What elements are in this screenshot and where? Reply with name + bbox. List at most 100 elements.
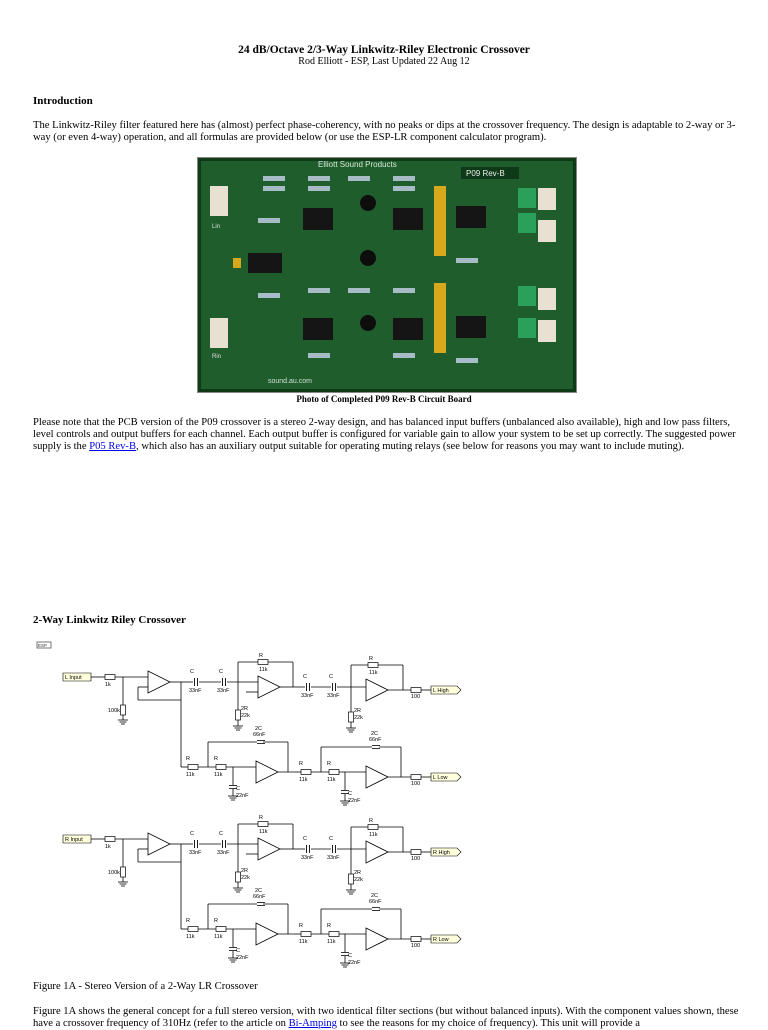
resistor — [257, 821, 269, 827]
svg-text:Lin: Lin — [212, 224, 220, 230]
component-label: R — [186, 918, 190, 924]
component-label: 11k — [369, 832, 378, 838]
bottom-paragraph: Figure 1A shows the general concept for … — [33, 1006, 739, 1030]
component-label: R Low — [433, 937, 449, 943]
component-label: 2R — [354, 870, 361, 876]
component-label: 22k — [241, 875, 250, 881]
resistor — [348, 711, 354, 723]
component-label: 11k — [186, 934, 195, 940]
output-tag-high — [430, 847, 462, 857]
resistor — [367, 662, 379, 668]
component-label: C — [190, 831, 194, 837]
resistor — [120, 866, 126, 878]
p05-link[interactable]: P05 Rev-B — [89, 441, 137, 452]
component-label: 2C — [255, 888, 262, 894]
svg-text:Elliott Sound Products: Elliott Sound Products — [318, 160, 397, 169]
esp-badge: ESP — [38, 643, 47, 648]
component-label: 100 — [411, 781, 420, 787]
circuit-board-photo: Elliott Sound Products P09 Rev-B sound.a… — [197, 157, 577, 393]
resistor — [104, 674, 116, 680]
resistor — [300, 931, 312, 937]
component-label: 100k — [108, 870, 120, 876]
component-label: C — [303, 836, 307, 842]
component-label: 2C — [371, 893, 378, 899]
resistor — [328, 931, 340, 937]
component-label: 2C — [255, 726, 262, 732]
component-label: C — [329, 674, 333, 680]
component-label: 11k — [186, 772, 195, 778]
resistor — [367, 824, 379, 830]
component-label: 33nF — [301, 855, 314, 861]
component-label: C — [303, 674, 307, 680]
component-label: 2R — [354, 708, 361, 714]
resistor — [187, 764, 199, 770]
resistor — [235, 871, 241, 883]
intro-paragraph: The Linkwitz-Riley filter featured here … — [33, 120, 736, 143]
component-label: 11k — [214, 934, 223, 940]
component-label: C — [219, 831, 223, 837]
component-label: 11k — [327, 939, 336, 945]
pcb-note-paragraph: Please note that the PCB version of the … — [33, 417, 739, 453]
component-label: 66nF — [253, 894, 266, 900]
component-label: 11k — [214, 772, 223, 778]
component-label: 66nF — [253, 732, 266, 738]
output-tag-low — [430, 772, 462, 782]
component-label: 22nF — [348, 798, 361, 804]
component-label: 1k — [105, 844, 111, 850]
component-label: R — [186, 756, 190, 762]
figure-1a-caption: Figure 1A - Stereo Version of a 2-Way LR… — [33, 981, 258, 992]
resistor — [215, 764, 227, 770]
op-amp — [147, 832, 171, 856]
op-amp — [255, 760, 279, 784]
resistor — [410, 936, 422, 942]
component-label: C — [236, 948, 240, 954]
component-label: 33nF — [189, 850, 202, 856]
component-label: R — [327, 923, 331, 929]
component-label: R Input — [65, 837, 83, 843]
component-label: 66nF — [369, 899, 382, 905]
resistor — [257, 659, 269, 665]
resistor — [328, 769, 340, 775]
component-label: 33nF — [301, 693, 314, 699]
component-label: 33nF — [189, 688, 202, 694]
component-label: 11k — [299, 939, 308, 945]
component-label: C — [219, 669, 223, 675]
intro-heading: Introduction — [33, 95, 93, 107]
svg-text:P09 Rev-B: P09 Rev-B — [466, 169, 505, 178]
capacitor-gap — [222, 840, 226, 848]
component-label: C — [190, 669, 194, 675]
component-label: 33nF — [327, 693, 340, 699]
pcb-note-text-before: Please note that the PCB version of the … — [33, 417, 736, 452]
op-amp — [147, 670, 171, 694]
resistor — [215, 926, 227, 932]
op-amp — [365, 840, 389, 864]
component-label: L Low — [433, 775, 448, 781]
component-label: 2R — [241, 868, 248, 874]
component-label: R — [259, 653, 263, 659]
svg-text:sound.au.com: sound.au.com — [268, 378, 312, 385]
component-label: C — [348, 791, 352, 797]
capacitor-gap — [372, 907, 380, 911]
component-label: L High — [433, 688, 449, 694]
component-label: 66nF — [369, 737, 382, 743]
resistor — [410, 849, 422, 855]
output-tag-high — [430, 685, 462, 695]
resistor — [235, 709, 241, 721]
component-label: 22nF — [348, 960, 361, 966]
capacitor-gap — [306, 845, 310, 853]
component-label: R — [369, 818, 373, 824]
resistor — [410, 774, 422, 780]
component-label: 100 — [411, 694, 420, 700]
photo-caption: Photo of Completed P09 Rev-B Circuit Boa… — [296, 394, 472, 404]
op-amp — [255, 922, 279, 946]
component-label: 2C — [371, 731, 378, 737]
capacitor-gap — [257, 902, 265, 906]
op-amp — [257, 675, 281, 699]
component-label: 33nF — [327, 855, 340, 861]
pcb-note-text-after: , which also has an auxiliary output sui… — [136, 441, 685, 452]
component-label: 100 — [411, 856, 420, 862]
component-label: 22nF — [236, 793, 249, 799]
component-label: 11k — [299, 777, 308, 783]
capacitor-gap — [341, 790, 349, 794]
